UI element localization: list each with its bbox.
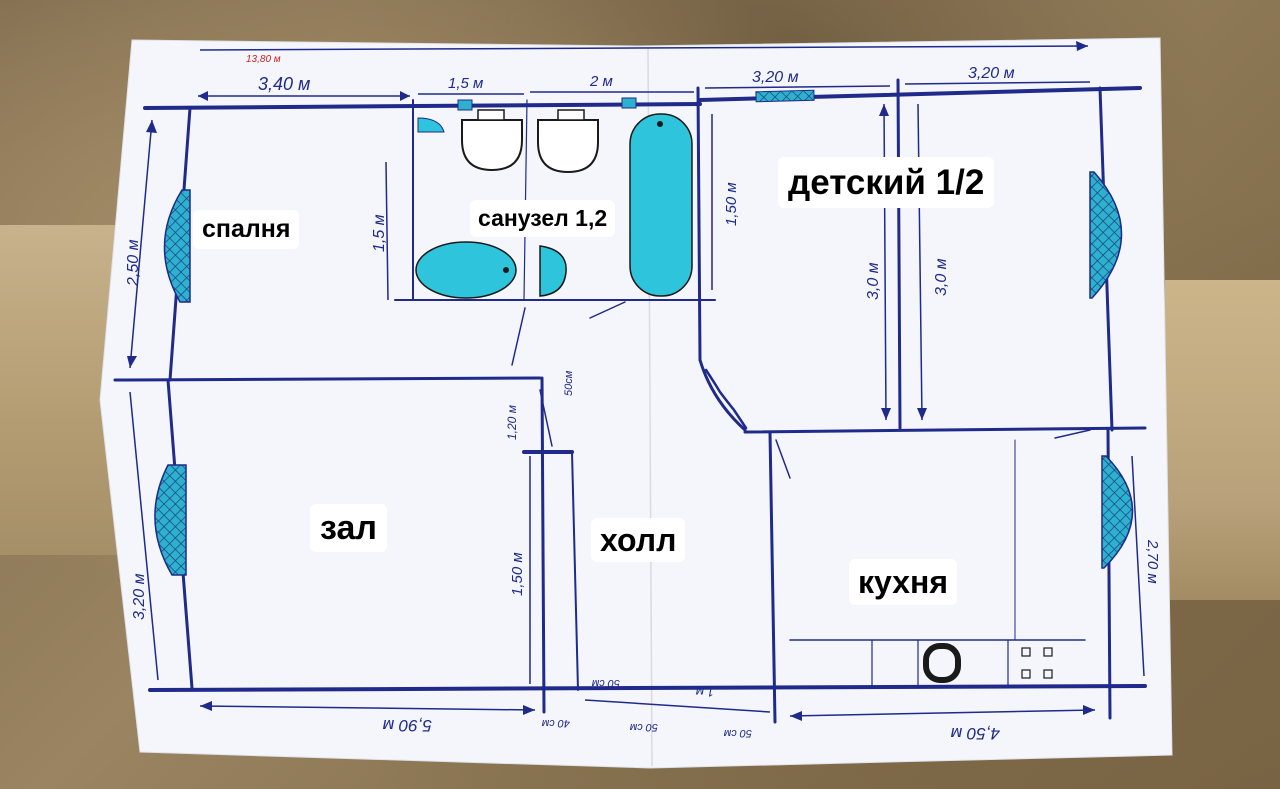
window-kitchen	[1101, 455, 1134, 569]
arrowhead	[879, 104, 889, 116]
window-top-kids	[755, 89, 815, 103]
wall-kids-divider	[896, 78, 902, 430]
dim-label-kids-height2: 3,0 м	[933, 258, 950, 296]
door-kids	[1054, 429, 1091, 439]
dim-label-top-bath1: 1,5 м	[448, 75, 483, 92]
dim-bottom-kitchen	[789, 709, 1096, 717]
room-label-hall: зал	[310, 504, 387, 552]
wall-corridor-partition	[571, 451, 579, 691]
washbasin-drain	[503, 267, 509, 273]
dim-bath-height	[385, 161, 389, 301]
arrowhead	[917, 408, 927, 420]
door-kitchen	[775, 439, 791, 479]
vent-top-1	[457, 99, 473, 111]
dim-top-kids2	[904, 81, 1091, 85]
room-label-kids: детский 1/2	[778, 157, 995, 208]
wall-kitchen-left	[768, 430, 777, 724]
toilet-tank-1	[477, 109, 505, 121]
stove-burner	[923, 643, 961, 683]
dim-label-bottom-40: 40 см	[541, 717, 570, 729]
dim-label-bottom-1m: 1 м	[696, 685, 714, 699]
dim-label-left-hall: 3,20 м	[131, 573, 148, 620]
arrowhead	[200, 701, 212, 711]
room-label-kitchen: кухня	[849, 559, 957, 605]
dim-label-bottom-50c: 50 см	[723, 727, 752, 739]
vent-top-2	[621, 97, 637, 109]
toilet-1	[461, 119, 523, 172]
bathtub-drain	[657, 121, 663, 127]
arrowhead	[881, 408, 891, 420]
dim-label-bath-right: 1,50 м	[723, 182, 740, 226]
door-scribble	[704, 368, 748, 430]
arrowhead	[790, 711, 802, 721]
wall-bath-right	[696, 86, 702, 362]
wall-hall-corridor	[540, 376, 546, 714]
dim-label-top-bedroom: 3,40 м	[258, 74, 310, 94]
arrowhead	[146, 120, 157, 133]
window-hall	[154, 464, 187, 576]
wall-corridor-corner	[698, 358, 747, 432]
dim-left-bedroom	[129, 119, 153, 369]
dim-label-bottom-hall: 5,90 м	[382, 716, 432, 735]
wall-bedroom-hall	[113, 376, 542, 382]
dim-total-top	[199, 45, 1089, 51]
dim-label-bottom-50a: 50 см	[591, 677, 620, 689]
arrowhead	[127, 356, 137, 368]
dim-kids-height2	[917, 103, 923, 421]
dim-label-door-50: 50см	[563, 370, 575, 396]
small-sink	[539, 245, 567, 297]
door-swing	[539, 389, 553, 447]
dim-label-hall-wall: 1,50 м	[509, 552, 526, 596]
arrowhead	[1083, 705, 1095, 715]
dim-label-door-120: 1,20 м	[505, 405, 519, 440]
dim-bottom-hall	[199, 705, 536, 711]
dim-label-top-bath2: 2 м	[589, 73, 613, 90]
arrowhead	[198, 91, 208, 101]
bathtub	[629, 113, 693, 297]
dim-bottom-small	[584, 699, 771, 713]
dim-label-bottom-kitchen: 4,50 м	[950, 724, 1000, 743]
dim-label-kitchen-right: 2,70 м	[1144, 539, 1161, 584]
room-label-bedroom: спалня	[193, 210, 300, 249]
door-bath	[511, 307, 526, 366]
door-bath2	[589, 301, 626, 319]
dim-kitchen-right	[1131, 455, 1145, 677]
window-bedroom	[163, 189, 191, 303]
cooktop	[1021, 647, 1053, 679]
room-label-corridor: холл	[591, 518, 686, 562]
arrowhead	[523, 705, 535, 715]
dim-label-top-kids2: 3,20 м	[968, 65, 1015, 82]
stone-block-right	[1165, 280, 1280, 600]
toilet-tank-2	[557, 109, 585, 121]
wall-kitchen-top	[743, 426, 1147, 434]
door-bath-swing	[417, 117, 445, 133]
wall-bottom	[148, 684, 1147, 692]
dim-top-kids1	[704, 85, 891, 89]
arrowhead	[1076, 41, 1088, 51]
dim-label-bottom-50b: 50 см	[629, 721, 658, 733]
wall-top	[143, 102, 702, 110]
washbasin	[415, 241, 517, 299]
dim-kids-height1	[883, 103, 887, 421]
dim-label-top-kids1: 3,20 м	[752, 69, 799, 86]
arrowhead	[400, 91, 410, 101]
toilet-2	[537, 119, 599, 174]
window-kids	[1089, 171, 1123, 299]
dim-left-hall	[129, 391, 159, 681]
dim-label-total: 13,80 м	[246, 54, 281, 65]
dim-label-bath-height: 1,5 м	[371, 214, 388, 252]
room-label-bathroom: санузел 1,2	[470, 200, 616, 237]
dim-label-left-bedroom: 2,50 м	[125, 239, 142, 287]
dim-label-kids-height1: 3,0 м	[865, 262, 882, 300]
